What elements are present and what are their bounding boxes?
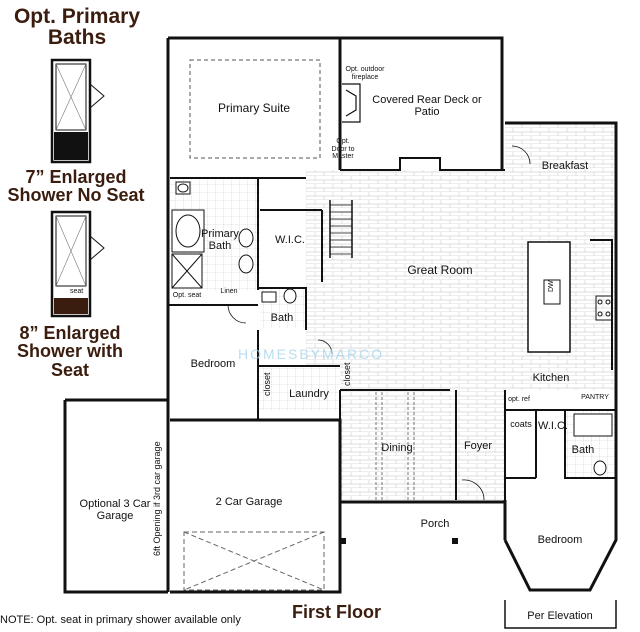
label-linen: Linen [220, 288, 238, 295]
primary-bath-fixtures [171, 181, 254, 289]
room-front-wic: W.I.C. [538, 420, 568, 432]
label-pantry: PANTRY [581, 394, 609, 401]
label-opt-door-to-master: Opt. Door to Master [331, 138, 355, 161]
room-bedroom-left: Bedroom [190, 358, 236, 370]
room-optional-garage: Optional 3 Car Garage [79, 498, 151, 523]
per-elevation-bracket [504, 600, 617, 629]
room-porch: Porch [420, 518, 450, 530]
label-garage-opening: 6ft Opening if 3rd car garage [152, 441, 162, 556]
floor-title: First Floor [292, 602, 381, 622]
label-per-elevation: Per Elevation [527, 610, 593, 622]
stairs [329, 200, 353, 258]
hall-bath-fixtures [261, 288, 297, 304]
room-primary-bath: Primary Bath [201, 228, 239, 253]
room-laundry: Laundry [289, 388, 329, 400]
room-kitchen: Kitchen [532, 372, 570, 384]
room-breakfast: Breakfast [541, 160, 589, 172]
label-opt-outdoor-fireplace: Opt. outdoor fireplace [345, 66, 385, 81]
option-7in-label: 7” Enlarged Shower No Seat [7, 167, 145, 206]
room-foyer: Foyer [463, 440, 493, 452]
primary-suite-tray [189, 59, 321, 159]
interior-walls [168, 157, 616, 500]
seat-label: seat [70, 288, 84, 295]
room-covered-rear-deck: Covered Rear Deck or Patio [372, 94, 482, 119]
room-dining: Dining [381, 442, 413, 454]
side-title: Opt. Primary Baths [13, 5, 141, 50]
label-closet-left: closet [262, 372, 272, 396]
shower-option-7in [50, 58, 105, 164]
fireplace-icon [342, 83, 361, 123]
room-bedroom-front: Bedroom [537, 534, 583, 546]
label-coats: coats [510, 419, 532, 429]
door-swings [227, 145, 531, 501]
room-primary-wic: W.I.C. [275, 234, 305, 246]
range-icon [595, 295, 613, 321]
room-great-room: Great Room [407, 263, 473, 277]
option-8in-label: 8” Enlarged Shower with Seat [16, 323, 123, 380]
room-primary-suite: Primary Suite [217, 101, 291, 115]
porch-columns [340, 538, 458, 544]
room-hall-bath: Bath [270, 312, 294, 324]
room-two-car-garage: 2 Car Garage [215, 496, 283, 508]
label-dishwasher: DW [548, 280, 555, 292]
watermark: HOMESBYMARCO [238, 346, 385, 362]
garage-door-outline [183, 531, 325, 591]
exterior-walls [63, 36, 618, 594]
room-front-bath: Bath [571, 444, 595, 456]
label-closet-right: closet [342, 362, 352, 386]
footer-note: NOTE: Opt. seat in primary shower availa… [0, 614, 241, 626]
kitchen-island [527, 241, 571, 353]
label-opt-ref: opt. ref [508, 396, 530, 403]
shower-option-8in [50, 210, 105, 318]
label-opt-seat: Opt. seat [172, 292, 202, 299]
front-bath-fixtures [573, 413, 613, 476]
